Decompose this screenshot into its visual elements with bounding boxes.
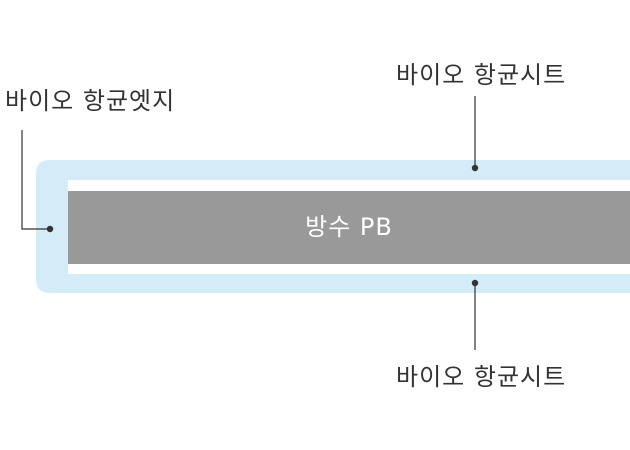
- gap-bottom: [68, 264, 630, 274]
- leader-dot-edge: [46, 225, 54, 233]
- waterproof-pb-core: [68, 191, 630, 264]
- antibacterial-sheet-shape: [36, 160, 630, 293]
- label-waterproof-pb: 방수 PB: [305, 213, 393, 241]
- gap-top: [68, 180, 630, 191]
- leader-line-edge: [21, 130, 50, 230]
- leader-dot-sheet-top: [471, 164, 479, 172]
- label-antibacterial-sheet-bottom: 바이오 항균시트: [396, 363, 567, 391]
- label-antibacterial-edge: 바이오 항균엣지: [5, 87, 176, 115]
- leader-dot-sheet-bottom: [471, 279, 479, 287]
- label-antibacterial-sheet-top: 바이오 항균시트: [396, 61, 567, 89]
